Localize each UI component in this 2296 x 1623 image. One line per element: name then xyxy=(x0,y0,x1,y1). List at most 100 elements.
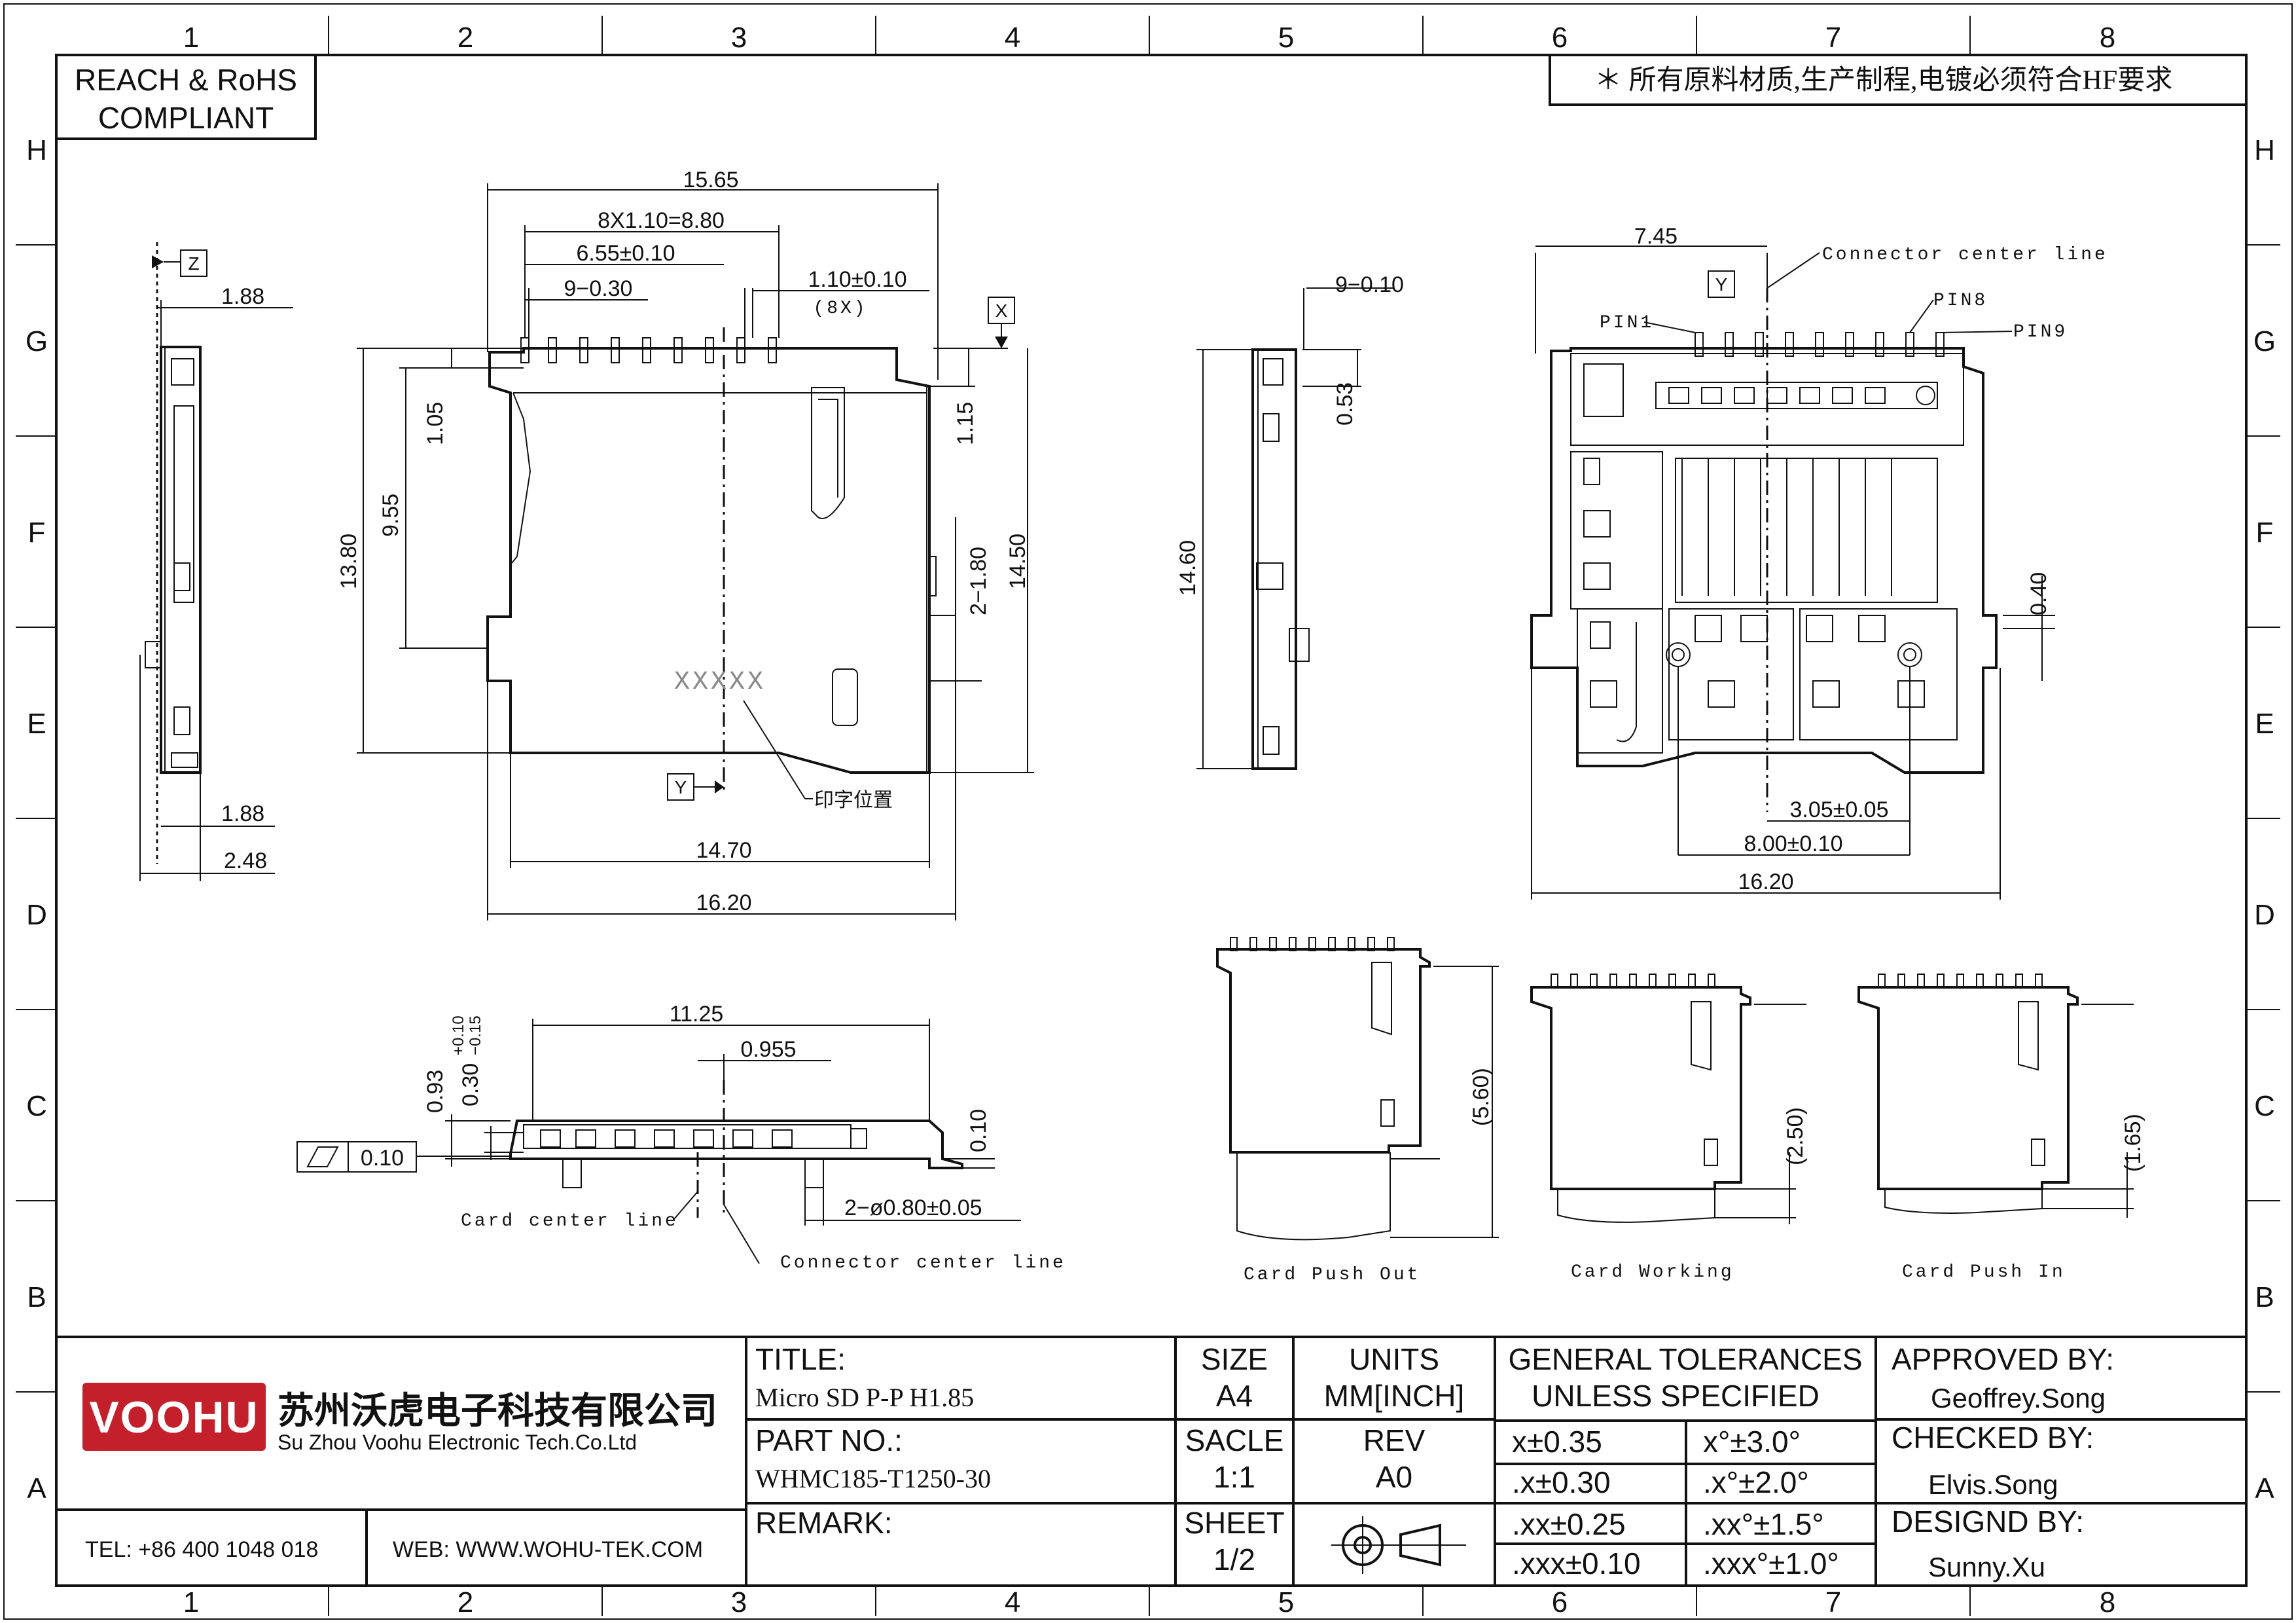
front-dim-0-30-dn: −0.15 xyxy=(467,1015,484,1055)
dim-pitch: 8X1.10=8.80 xyxy=(598,208,725,233)
compliance-box: REACH & RoHS COMPLIANT xyxy=(55,54,317,140)
bottom-dim-16-20: 16.20 xyxy=(1738,869,1793,894)
zone-col-6: 6 xyxy=(1552,22,1568,54)
push-out-label: Card Push Out xyxy=(1244,1265,1420,1285)
note-box: ＊ 所有原料材质,生产制程,电镀必须符合HF要求 xyxy=(1549,54,2248,106)
zone-row-c-right: C xyxy=(2254,1090,2275,1122)
tol-head-1: GENERAL TOLERANCES xyxy=(1508,1342,1862,1376)
zone-column-labels-top: 1 2 3 4 5 6 7 8 xyxy=(183,22,2115,54)
side-view: 1.88 1.88 2.48 Z xyxy=(139,242,293,881)
marking-text: XXXXX xyxy=(674,668,766,697)
zone-col-2: 2 xyxy=(457,22,473,54)
zone-col-4-bottom: 4 xyxy=(1005,1586,1020,1618)
front-dim-holes: 2−ø0.80±0.05 xyxy=(844,1195,982,1220)
units-value: MM[INCH] xyxy=(1324,1379,1465,1413)
datum-x: X xyxy=(996,301,1008,321)
tol-angle-1: .x°±2.0° xyxy=(1703,1465,1809,1499)
front-view: 11.25 0.955 0.93 0.30 +0.10 −0.15 0.10 0… xyxy=(296,1002,1066,1273)
tol-head-2: UNLESS SPECIFIED xyxy=(1532,1379,1820,1413)
zone-col-1-bottom: 1 xyxy=(183,1586,199,1618)
title-block: VOOHU 苏州沃虎电子科技有限公司 Su Zhou Voohu Electro… xyxy=(56,1336,2246,1586)
zone-row-e: E xyxy=(27,708,46,740)
zone-row-d-right: D xyxy=(2254,899,2275,931)
bottom-view: 7.45 Y Connector center line PIN1 PIN8 P… xyxy=(1530,224,2108,900)
dim-2-1-80: 2−1.80 xyxy=(966,547,991,615)
zone-column-labels-bottom: 1 2 3 4 5 6 7 8 xyxy=(183,1586,2115,1618)
checked-name: Elvis.Song xyxy=(1928,1469,2058,1500)
tel: TEL: +86 400 1048 018 xyxy=(85,1537,318,1562)
zone-row-a: A xyxy=(27,1472,46,1504)
end-dim-pins: 9−0.10 xyxy=(1335,272,1404,297)
scale-value: 1:1 xyxy=(1213,1460,1255,1494)
top-view: XXXXX 印字位置 X Y 15.65 8X1.10=8.80 6.55±0.… xyxy=(336,168,1034,921)
web-link[interactable]: WEB: WWW.WOHU-TEK.COM xyxy=(393,1537,703,1562)
size-label: SIZE xyxy=(1201,1342,1268,1376)
end-view: 9−0.10 0.53 14.60 xyxy=(1175,272,1404,770)
pin1-label: PIN1 xyxy=(1600,313,1654,333)
marking-note: 印字位置 xyxy=(814,790,893,811)
tol-linear-3: .xxx±0.10 xyxy=(1512,1546,1641,1580)
zone-row-labels-right: H G F E D C B A xyxy=(2253,134,2276,1504)
zone-row-d: D xyxy=(26,899,47,931)
sheet-value: 1/2 xyxy=(1213,1542,1255,1577)
tol-angle-3: .xxx°±1.0° xyxy=(1703,1546,1839,1580)
dim-1-10-note: (8X) xyxy=(813,299,867,319)
zone-col-3: 3 xyxy=(731,22,747,54)
units-label: UNITS xyxy=(1349,1342,1439,1376)
projection-symbol-icon xyxy=(1331,1516,1466,1574)
push-in-label: Card Push In xyxy=(1902,1262,2066,1283)
size-value: A4 xyxy=(1216,1379,1253,1413)
company-en: Su Zhou Voohu Electronic Tech.Co.Ltd xyxy=(278,1431,637,1454)
state-push-out: (5.60) Card Push Out xyxy=(1216,937,1499,1285)
state-push-in: (1.65) Card Push In xyxy=(1857,974,2145,1283)
pin9-label: PIN9 xyxy=(2013,322,2068,342)
bottom-dim-8-00: 8.00±0.10 xyxy=(1744,831,1842,856)
rev-value: A0 xyxy=(1376,1460,1412,1494)
title-value: Micro SD P-P H1.85 xyxy=(755,1383,974,1412)
logo-badge xyxy=(82,1383,266,1451)
datum-y1: Y xyxy=(675,777,687,797)
designed-name: Sunny.Xu xyxy=(1928,1552,2045,1582)
zone-row-labels-left: H G F E D C B A xyxy=(26,134,48,1504)
end-dim-14-60: 14.60 xyxy=(1175,540,1200,596)
zone-row-b-right: B xyxy=(2255,1281,2274,1313)
zone-col-1: 1 xyxy=(183,22,199,54)
dim-6-55: 6.55±0.10 xyxy=(576,241,675,266)
compliance-line1: REACH & RoHS xyxy=(75,63,297,97)
zone-col-2-bottom: 2 xyxy=(457,1586,473,1618)
bottom-dim-0-40: 0.40 xyxy=(2026,572,2051,615)
dim-16-20: 16.20 xyxy=(696,890,751,915)
card-center-line: Card center line xyxy=(461,1211,679,1231)
dim-13-80: 13.80 xyxy=(336,534,361,589)
rev-label: REV xyxy=(1363,1423,1426,1457)
checked-label: CHECKED BY: xyxy=(1892,1421,2094,1455)
end-dim-0-53: 0.53 xyxy=(1333,382,1357,426)
connector-center-line: Connector center line xyxy=(780,1253,1066,1273)
zone-row-e-right: E xyxy=(2255,708,2274,740)
zone-row-c: C xyxy=(26,1090,47,1122)
dim-14-50: 14.50 xyxy=(1005,534,1030,589)
zone-col-8-bottom: 8 xyxy=(2100,1586,2115,1618)
dim-9-55: 9.55 xyxy=(378,494,403,537)
datum-y2: Y xyxy=(1715,274,1728,295)
datum-z: Z xyxy=(188,253,199,274)
zone-row-g: G xyxy=(26,325,48,357)
front-dim-0-30-up: +0.10 xyxy=(450,1015,467,1055)
approved-name: Geoffrey.Song xyxy=(1931,1383,2106,1413)
zone-col-8: 8 xyxy=(2100,22,2115,54)
zone-col-5-bottom: 5 xyxy=(1278,1586,1294,1618)
side-dim-2: 1.88 xyxy=(221,801,264,826)
zone-col-6-bottom: 6 xyxy=(1552,1586,1568,1618)
compliance-line2: COMPLIANT xyxy=(98,101,274,135)
note-hf: ＊ 所有原料材质,生产制程,电镀必须符合HF要求 xyxy=(1594,65,2172,96)
tol-angle-2: .xx°±1.5° xyxy=(1703,1507,1824,1541)
flatness-value: 0.10 xyxy=(361,1146,404,1171)
zone-row-f: F xyxy=(28,517,46,549)
approved-label: APPROVED BY: xyxy=(1892,1342,2114,1376)
bottom-center-line: Connector center line xyxy=(1822,245,2108,265)
part-value: WHMC185-T1250-30 xyxy=(755,1464,991,1493)
working-dim: (2.50) xyxy=(1783,1107,1808,1165)
bottom-dim-7-45: 7.45 xyxy=(1634,224,1677,249)
sheet-label: SHEET xyxy=(1184,1506,1284,1540)
dim-9-0-30: 9−0.30 xyxy=(564,276,633,301)
